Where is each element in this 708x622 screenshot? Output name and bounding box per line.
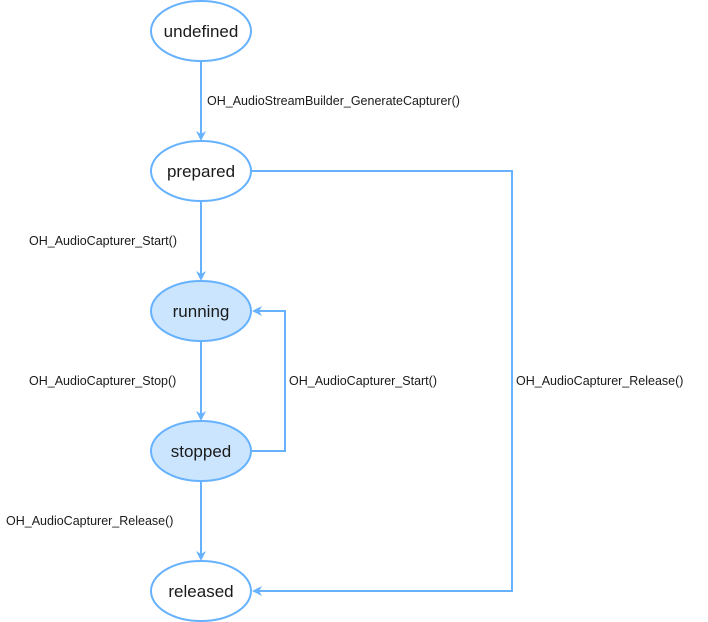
state-running-label: running	[173, 302, 230, 321]
state-prepared-label: prepared	[167, 162, 235, 181]
state-running: running	[150, 280, 252, 342]
label-stop: OH_AudioCapturer_Stop()	[29, 374, 176, 388]
edge-stopped-to-running	[251, 306, 286, 452]
edge-prepared-to-released	[251, 170, 513, 596]
state-stopped-label: stopped	[171, 442, 232, 461]
state-undefined: undefined	[150, 0, 252, 62]
state-released: released	[150, 560, 252, 622]
label-release-from-prepared: OH_AudioCapturer_Release()	[516, 374, 683, 388]
state-prepared: prepared	[150, 140, 252, 202]
label-start: OH_AudioCapturer_Start()	[29, 234, 177, 248]
state-undefined-label: undefined	[164, 22, 239, 41]
state-released-label: released	[168, 582, 233, 601]
label-generate-capturer: OH_AudioStreamBuilder_GenerateCapturer()	[207, 94, 460, 108]
label-restart: OH_AudioCapturer_Start()	[289, 374, 437, 388]
label-release-from-stopped: OH_AudioCapturer_Release()	[6, 514, 173, 528]
state-stopped: stopped	[150, 420, 252, 482]
